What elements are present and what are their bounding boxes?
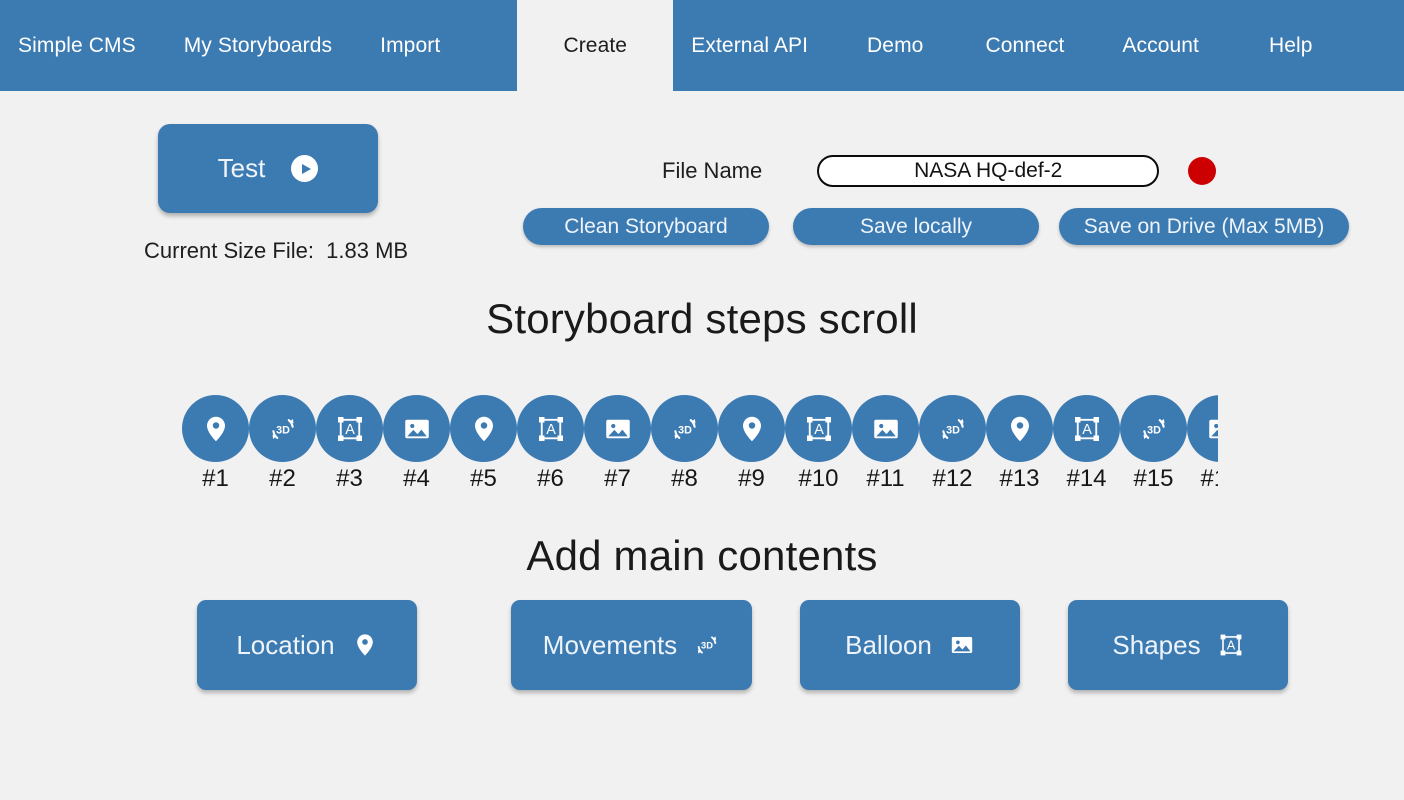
filename-row: File Name <box>662 155 1217 187</box>
image-icon <box>949 632 975 658</box>
rotate-3d-icon: 3D <box>1120 395 1187 462</box>
storyboard-step-label: #6 <box>537 465 564 492</box>
storyboard-step-label: #3 <box>336 465 363 492</box>
svg-text:A: A <box>345 422 355 438</box>
storyboard-step-label: #5 <box>470 465 497 492</box>
storyboard-step[interactable]: 3D #12 <box>919 395 986 491</box>
storyboard-steps-track: #1 3D #2 A #3 #4 #5 A #6 #7 3D #8 #9 A #10 #11 3D #12 #13 A… <box>182 395 1218 491</box>
storyboard-step[interactable]: A #14 <box>1053 395 1120 491</box>
image-icon <box>584 395 651 462</box>
add-balloon-button[interactable]: Balloon <box>800 600 1020 690</box>
storyboard-step-label: #1 <box>202 465 229 492</box>
location-pin-icon <box>352 632 378 658</box>
filename-input[interactable] <box>817 155 1160 187</box>
storyboard-step[interactable]: A #3 <box>316 395 383 491</box>
nav-item-external-api[interactable]: External API <box>691 34 809 57</box>
storyboard-step-label: #10 <box>798 465 839 492</box>
shapes-icon: A <box>517 395 584 462</box>
storyboard-step[interactable]: A #6 <box>517 395 584 491</box>
add-movements-label: Movements <box>542 629 678 660</box>
storyboard-step[interactable]: #13 <box>986 395 1053 491</box>
storyboard-step[interactable]: #11 <box>852 395 919 491</box>
test-button-label: Test <box>217 153 266 183</box>
filename-label: File Name <box>662 158 763 183</box>
nav-item-create-label: Create <box>563 34 628 57</box>
nav-item-simple-cms[interactable]: Simple CMS <box>18 34 136 57</box>
add-shapes-label: Shapes <box>1112 629 1201 660</box>
svg-text:3D: 3D <box>678 424 692 436</box>
nav-segment-right: External API Demo Connect Account Help <box>673 0 1404 91</box>
storyboard-step[interactable]: #16 <box>1187 395 1218 491</box>
storyboard-step-label: #9 <box>738 465 765 492</box>
storyboard-step[interactable]: #1 <box>182 395 249 491</box>
shapes-icon: A <box>1218 632 1244 658</box>
rotate-3d-icon: 3D <box>919 395 986 462</box>
storyboard-step-label: #7 <box>604 465 631 492</box>
svg-text:A: A <box>814 422 824 438</box>
image-icon <box>1187 395 1218 462</box>
nav-item-connect[interactable]: Connect <box>985 34 1065 57</box>
svg-text:3D: 3D <box>1147 424 1161 436</box>
save-locally-button[interactable]: Save locally <box>793 208 1039 245</box>
save-on-drive-button[interactable]: Save on Drive (Max 5MB) <box>1059 208 1349 245</box>
current-size-file-label: Current Size File: 1.83 MB <box>144 238 409 263</box>
storyboard-step-label: #13 <box>999 465 1040 492</box>
storyboard-steps-heading: Storyboard steps scroll <box>486 295 918 342</box>
nav-item-help[interactable]: Help <box>1268 34 1313 57</box>
nav-item-demo[interactable]: Demo <box>867 34 924 57</box>
nav-item-create[interactable]: Create <box>517 0 674 91</box>
main-navigation: Simple CMS My Storyboards Import Create … <box>0 0 1404 91</box>
storyboard-step[interactable]: A #10 <box>785 395 852 491</box>
location-pin-icon <box>450 395 517 462</box>
shapes-icon: A <box>316 395 383 462</box>
nav-item-import[interactable]: Import <box>380 34 441 57</box>
storyboard-steps-scroll[interactable]: #1 3D #2 A #3 #4 #5 A #6 #7 3D #8 #9 A #10 #11 3D #12 #13 A… <box>182 395 1218 495</box>
record-indicator-icon <box>1188 157 1217 185</box>
storyboard-step[interactable]: #5 <box>450 395 517 491</box>
rotate-3d-icon: 3D <box>249 395 316 462</box>
storyboard-step[interactable]: #4 <box>383 395 450 491</box>
add-main-contents-heading: Add main contents <box>526 532 878 579</box>
shapes-icon: A <box>785 395 852 462</box>
image-icon <box>383 395 450 462</box>
svg-text:A: A <box>1226 638 1235 652</box>
storyboard-step[interactable]: 3D #2 <box>249 395 316 491</box>
svg-text:A: A <box>546 422 556 438</box>
storyboard-step[interactable]: 3D #15 <box>1120 395 1187 491</box>
storyboard-step[interactable]: #7 <box>584 395 651 491</box>
location-pin-icon <box>718 395 785 462</box>
storyboard-step-label: #8 <box>671 465 698 492</box>
add-movements-button[interactable]: Movements 3D <box>511 600 752 690</box>
svg-text:3D: 3D <box>701 641 713 651</box>
storyboard-step-label: #12 <box>932 465 973 492</box>
nav-item-my-storyboards[interactable]: My Storyboards <box>183 34 333 57</box>
image-icon <box>852 395 919 462</box>
add-balloon-label: Balloon <box>845 629 932 660</box>
storyboard-step[interactable]: 3D #8 <box>651 395 718 491</box>
rotate-3d-icon: 3D <box>694 632 720 658</box>
add-shapes-button[interactable]: Shapes A <box>1068 600 1288 690</box>
storyboard-step-label: #11 <box>866 465 905 492</box>
rotate-3d-icon: 3D <box>651 395 718 462</box>
storyboard-step-label: #2 <box>269 465 296 492</box>
svg-text:3D: 3D <box>276 424 290 436</box>
shapes-icon: A <box>1053 395 1120 462</box>
storyboard-step-label: #14 <box>1066 465 1107 492</box>
nav-segment-left: Simple CMS My Storyboards Import <box>0 0 518 91</box>
storyboard-step-label: #4 <box>403 465 430 492</box>
location-pin-icon <box>182 395 249 462</box>
add-location-button[interactable]: Location <box>197 600 417 690</box>
svg-text:A: A <box>1082 422 1092 438</box>
storyboard-step-label: #15 <box>1133 465 1174 492</box>
svg-text:3D: 3D <box>946 424 960 436</box>
nav-item-account[interactable]: Account <box>1122 34 1199 57</box>
storyboard-step-label: #16 <box>1200 465 1218 492</box>
location-pin-icon <box>986 395 1053 462</box>
storyboard-step[interactable]: #9 <box>718 395 785 491</box>
clean-storyboard-button[interactable]: Clean Storyboard <box>523 208 769 245</box>
add-location-label: Location <box>236 629 335 660</box>
play-icon <box>291 155 319 182</box>
test-button[interactable]: Test <box>158 124 378 213</box>
